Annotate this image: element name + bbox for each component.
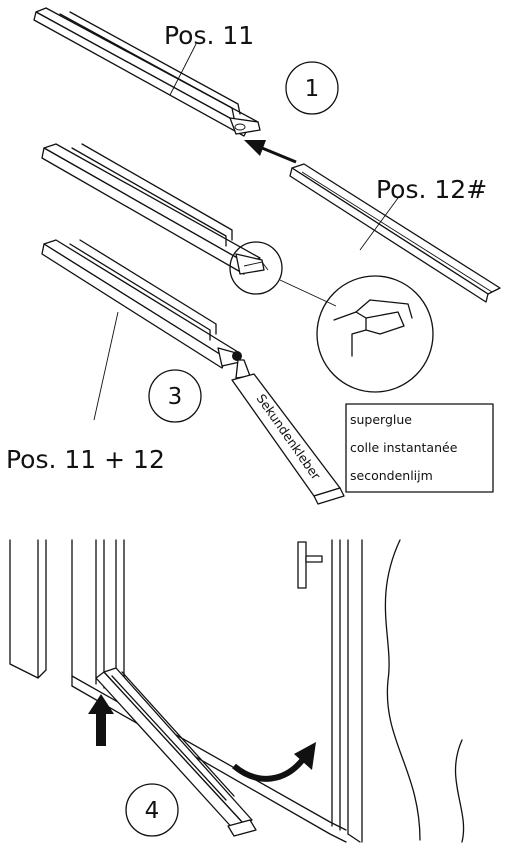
tube-label: Sekundenkleber bbox=[254, 391, 325, 483]
step-4-marker: 4 bbox=[125, 783, 179, 837]
profile-assembled bbox=[41, 143, 265, 275]
door-frame bbox=[9, 539, 465, 843]
profile-inserting bbox=[95, 667, 257, 837]
step-3-marker: 3 bbox=[148, 369, 202, 423]
up-arrow-icon bbox=[88, 694, 114, 746]
step-3-number: 3 bbox=[168, 384, 183, 410]
glue-line-en: superglue bbox=[350, 412, 412, 427]
label-pos11-12: Pos. 11 + 12 bbox=[6, 445, 165, 474]
leader-pos12 bbox=[359, 197, 399, 251]
profile-pos11-12 bbox=[41, 239, 241, 369]
label-pos11: Pos. 11 bbox=[164, 21, 254, 50]
curved-arrow-icon bbox=[232, 742, 316, 782]
glue-line-fr: colle instantanée bbox=[350, 440, 458, 455]
leader-pos11 bbox=[169, 43, 197, 96]
leader-pos11-12 bbox=[93, 311, 119, 421]
label-pos12: Pos. 12# bbox=[376, 175, 487, 204]
magnifier-circle-large bbox=[316, 275, 434, 393]
step-1-marker: 1 bbox=[285, 61, 339, 115]
step-1-number: 1 bbox=[305, 76, 320, 102]
glue-drop bbox=[232, 351, 242, 361]
glue-tube-icon: Sekundenkleber bbox=[231, 359, 345, 505]
profile-pos11 bbox=[33, 7, 261, 137]
profile-pos12 bbox=[289, 163, 501, 303]
insert-arrow-icon bbox=[244, 140, 297, 164]
glue-info-box: superglue colle instantanée secondenlijm bbox=[345, 403, 494, 493]
magnifier-connector bbox=[279, 279, 337, 307]
step-4-number: 4 bbox=[145, 798, 160, 824]
glue-line-nl: secondenlijm bbox=[350, 468, 433, 483]
magnifier-circle-small bbox=[229, 241, 283, 295]
